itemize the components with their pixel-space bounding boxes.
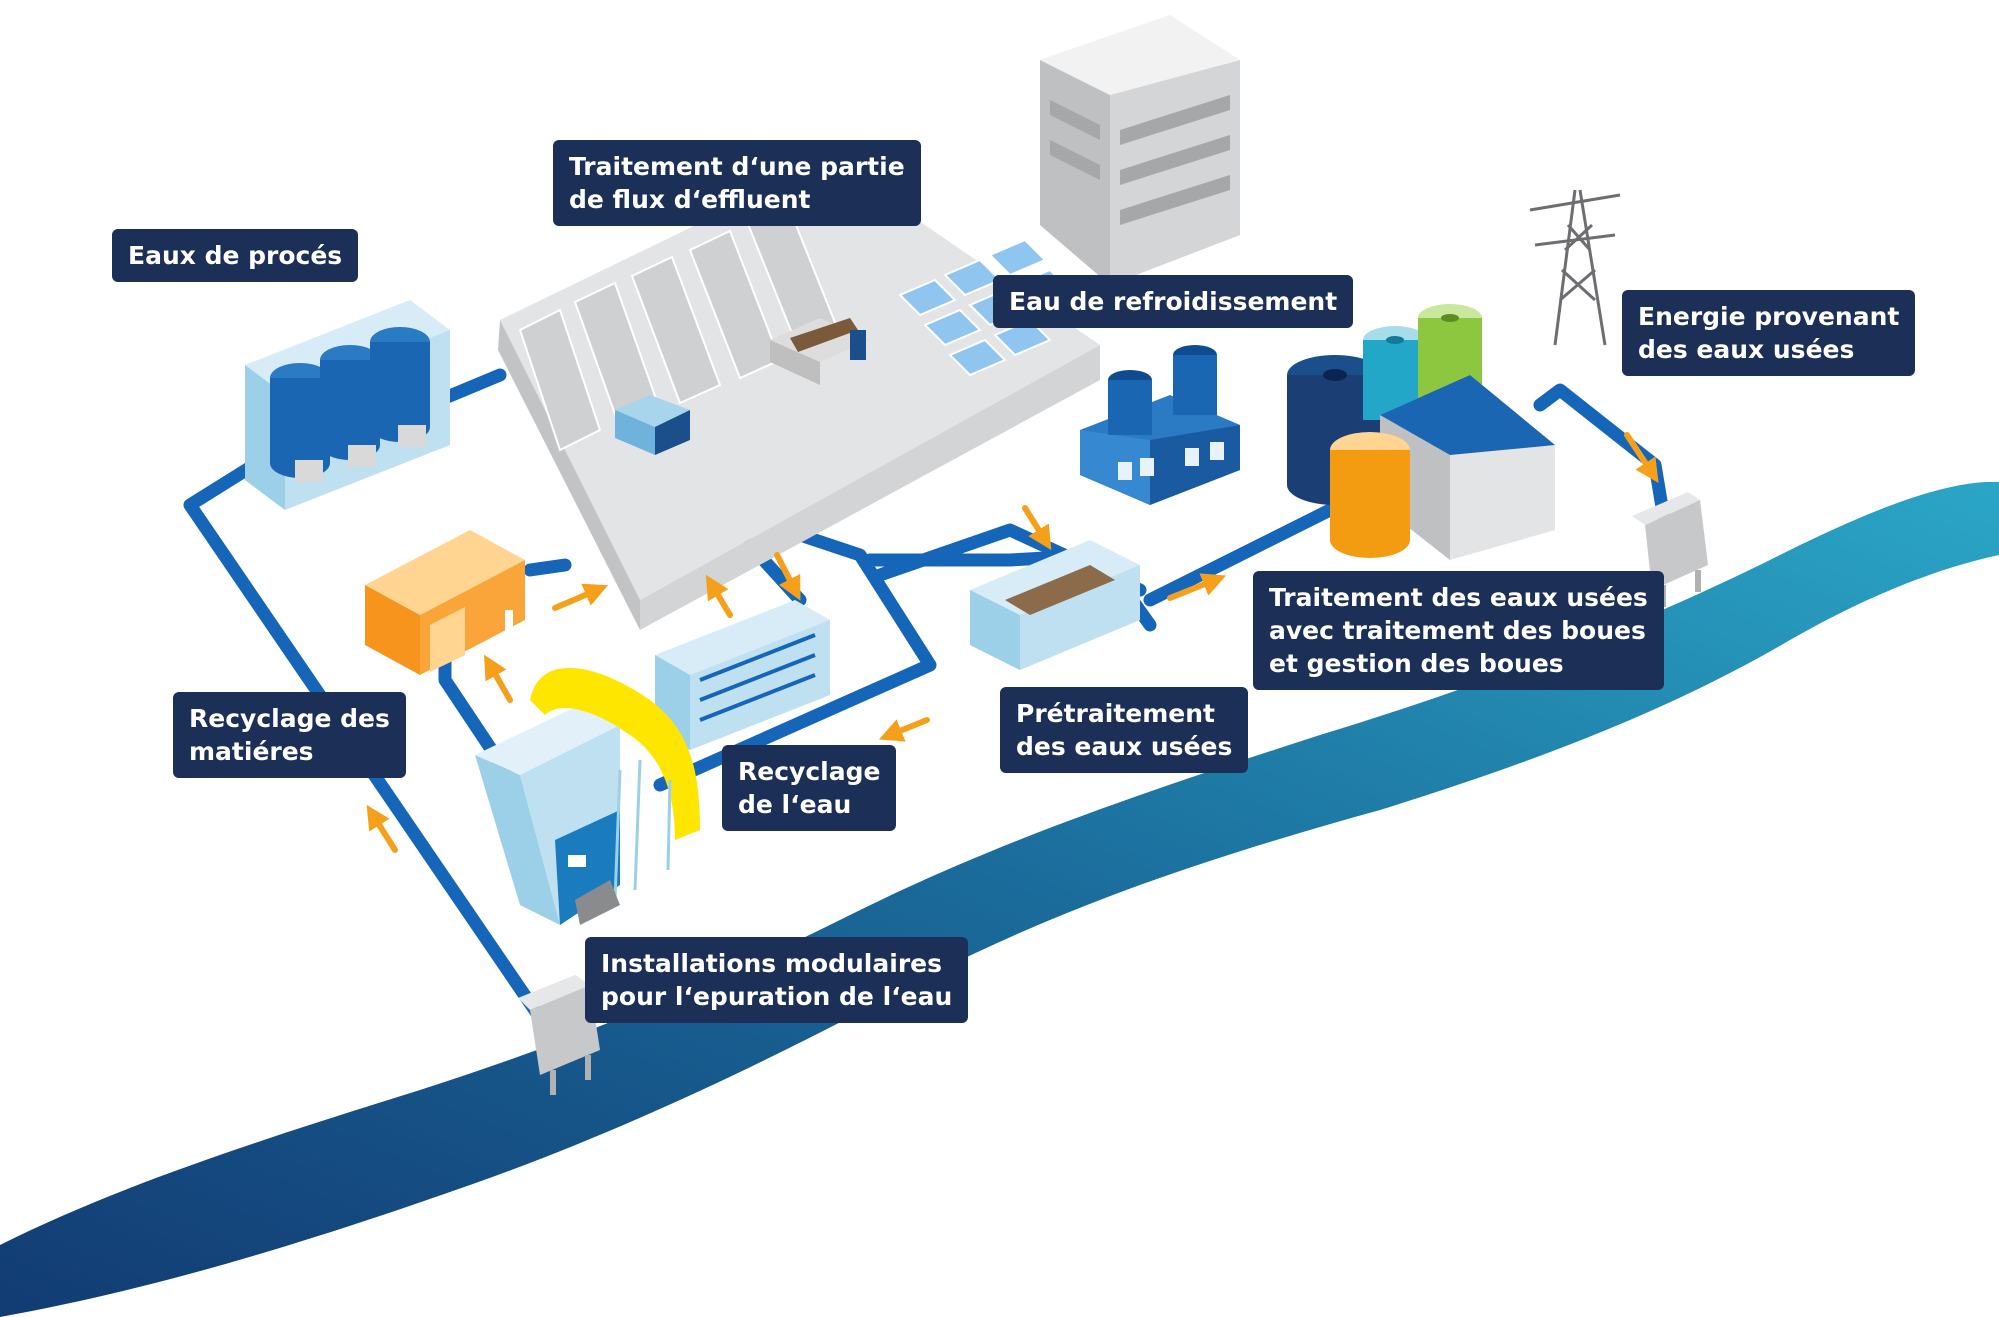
intake-structure-left	[518, 975, 600, 1095]
wastewater-treatment-plant	[1287, 304, 1555, 560]
label-material-recycling: Recyclage des matiéres	[173, 692, 406, 778]
label-wastewater-energy: Energie provenant des eaux usées	[1622, 290, 1916, 376]
factory-building	[498, 160, 1100, 630]
label-process-water: Eaux de procés	[112, 229, 359, 282]
pretreatment-container	[970, 540, 1140, 670]
water-recycling-module	[655, 600, 830, 750]
label-partial-effluent-treatment: Traitement d‘une partie de flux d‘efflue…	[553, 140, 921, 226]
power-pylon	[1529, 189, 1621, 346]
process-water-tanks	[245, 300, 450, 510]
rooftop-unit	[615, 395, 690, 455]
label-modular-plants: Installations modulaires pour l‘epuratio…	[585, 937, 969, 1023]
label-water-recycling: Recyclage de l‘eau	[722, 745, 897, 831]
label-wastewater-sludge-treatment: Traitement des eaux usées avec traitemen…	[1253, 571, 1664, 690]
intake-structure-right	[1632, 492, 1708, 607]
label-pretreatment: Prétraitement des eaux usées	[1000, 687, 1249, 773]
arrow-up-modular	[484, 654, 513, 703]
arrow-down-module	[774, 552, 801, 601]
modular-treatment-plant	[475, 667, 700, 925]
river	[0, 481, 1999, 1317]
arrow-up-recycling	[366, 804, 398, 853]
label-cooling-water: Eau de refroidissement	[993, 275, 1354, 328]
arrow-up-module	[705, 574, 733, 618]
flow-arrows	[366, 432, 1659, 853]
arrow-right-orange	[552, 583, 609, 611]
material-recycling-container	[365, 530, 525, 675]
arrow-right-pretreatment	[1167, 573, 1227, 601]
arrow-down-pretreatment	[1022, 505, 1052, 551]
office-tower	[1040, 15, 1240, 285]
rooftop-treatment-unit	[770, 318, 870, 385]
arrow-down-energy	[1624, 432, 1659, 484]
cooling-towers	[1080, 345, 1240, 505]
arrow-left-recycling	[878, 717, 930, 742]
